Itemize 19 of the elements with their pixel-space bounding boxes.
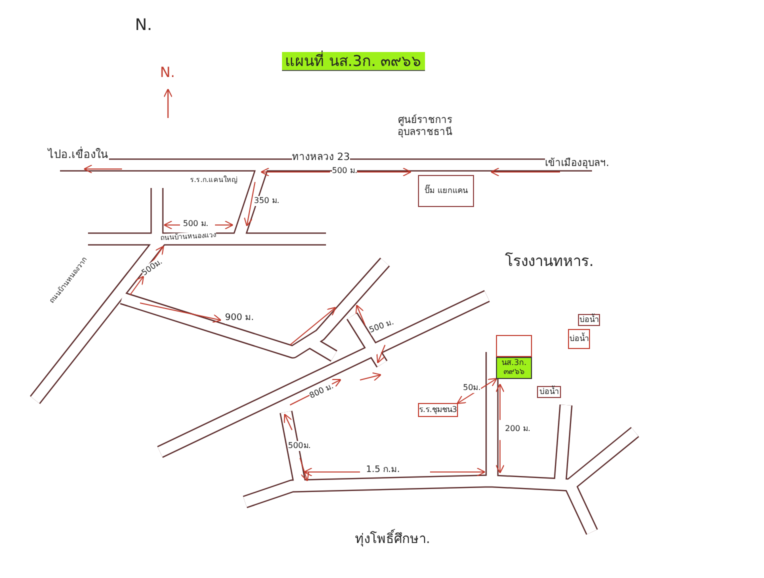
edge-label: 50ม. [463,383,481,393]
direction-label: เข้าเมืองอุบลฯ. [545,158,610,170]
distance-label: 200 ม. [505,424,530,434]
distance-label: 900 ม. [225,313,254,324]
plot-box: นส.3ก. ๓๙๖๖ [496,357,532,379]
arrow [456,378,498,404]
distance-label: 500 ม. [183,219,208,229]
well-box: บ่อน้ำ [537,386,561,398]
place-label: ศูนย์ราชการ อุบลราชธานี [396,115,454,139]
plot-box [496,335,532,357]
map-title: แผนที่ นส.3ก. ๓๙๖๖ [282,52,425,71]
well-box: บ่อน้ำ [568,329,590,349]
distance-label: 500 ม. [332,166,358,176]
school-box: ร.ร.ชุมชน3 [418,403,458,417]
direction-label: ไปอ.เขื่องใน [48,148,108,162]
gas-station-box: ปั๊ม แยกแคน [418,175,474,207]
distance-label: 500ม. [288,441,311,451]
distance-label: 350 ม. [254,196,280,206]
well-box: บ่อน้ำ [578,314,600,326]
